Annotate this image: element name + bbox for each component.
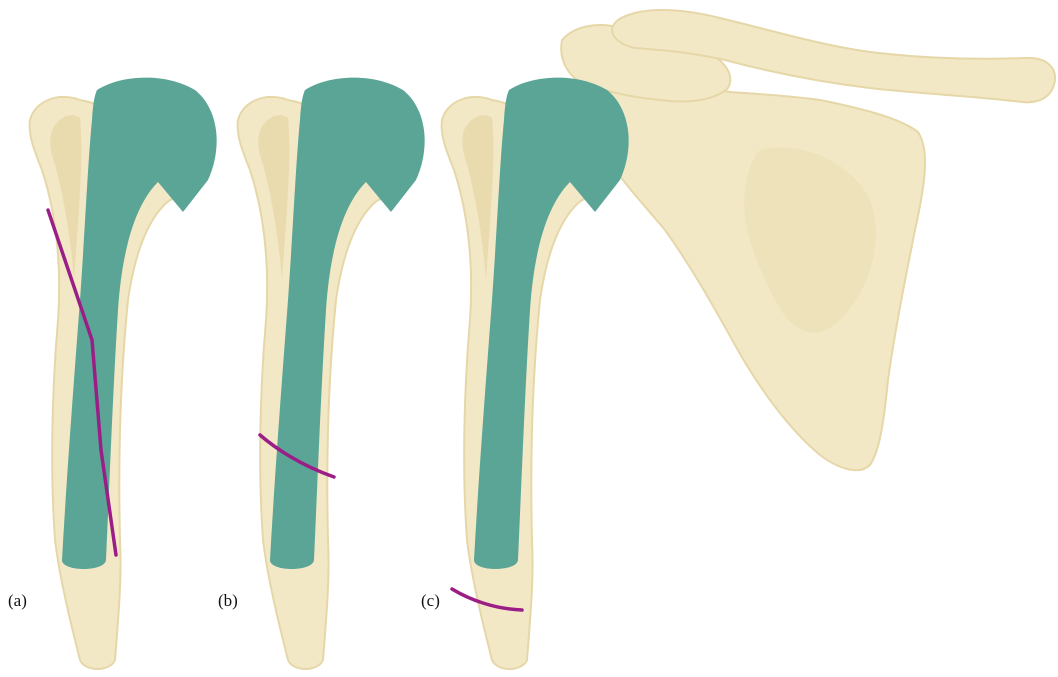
panel-a [30, 78, 217, 669]
scapula [595, 70, 925, 470]
shoulder-girdle [561, 10, 1055, 470]
panel-label-b: (b) [218, 592, 238, 609]
panel-label-a: (a) [8, 592, 27, 609]
panel-b [238, 78, 425, 669]
panel-c [442, 78, 629, 669]
panel-label-c: (c) [421, 592, 440, 609]
